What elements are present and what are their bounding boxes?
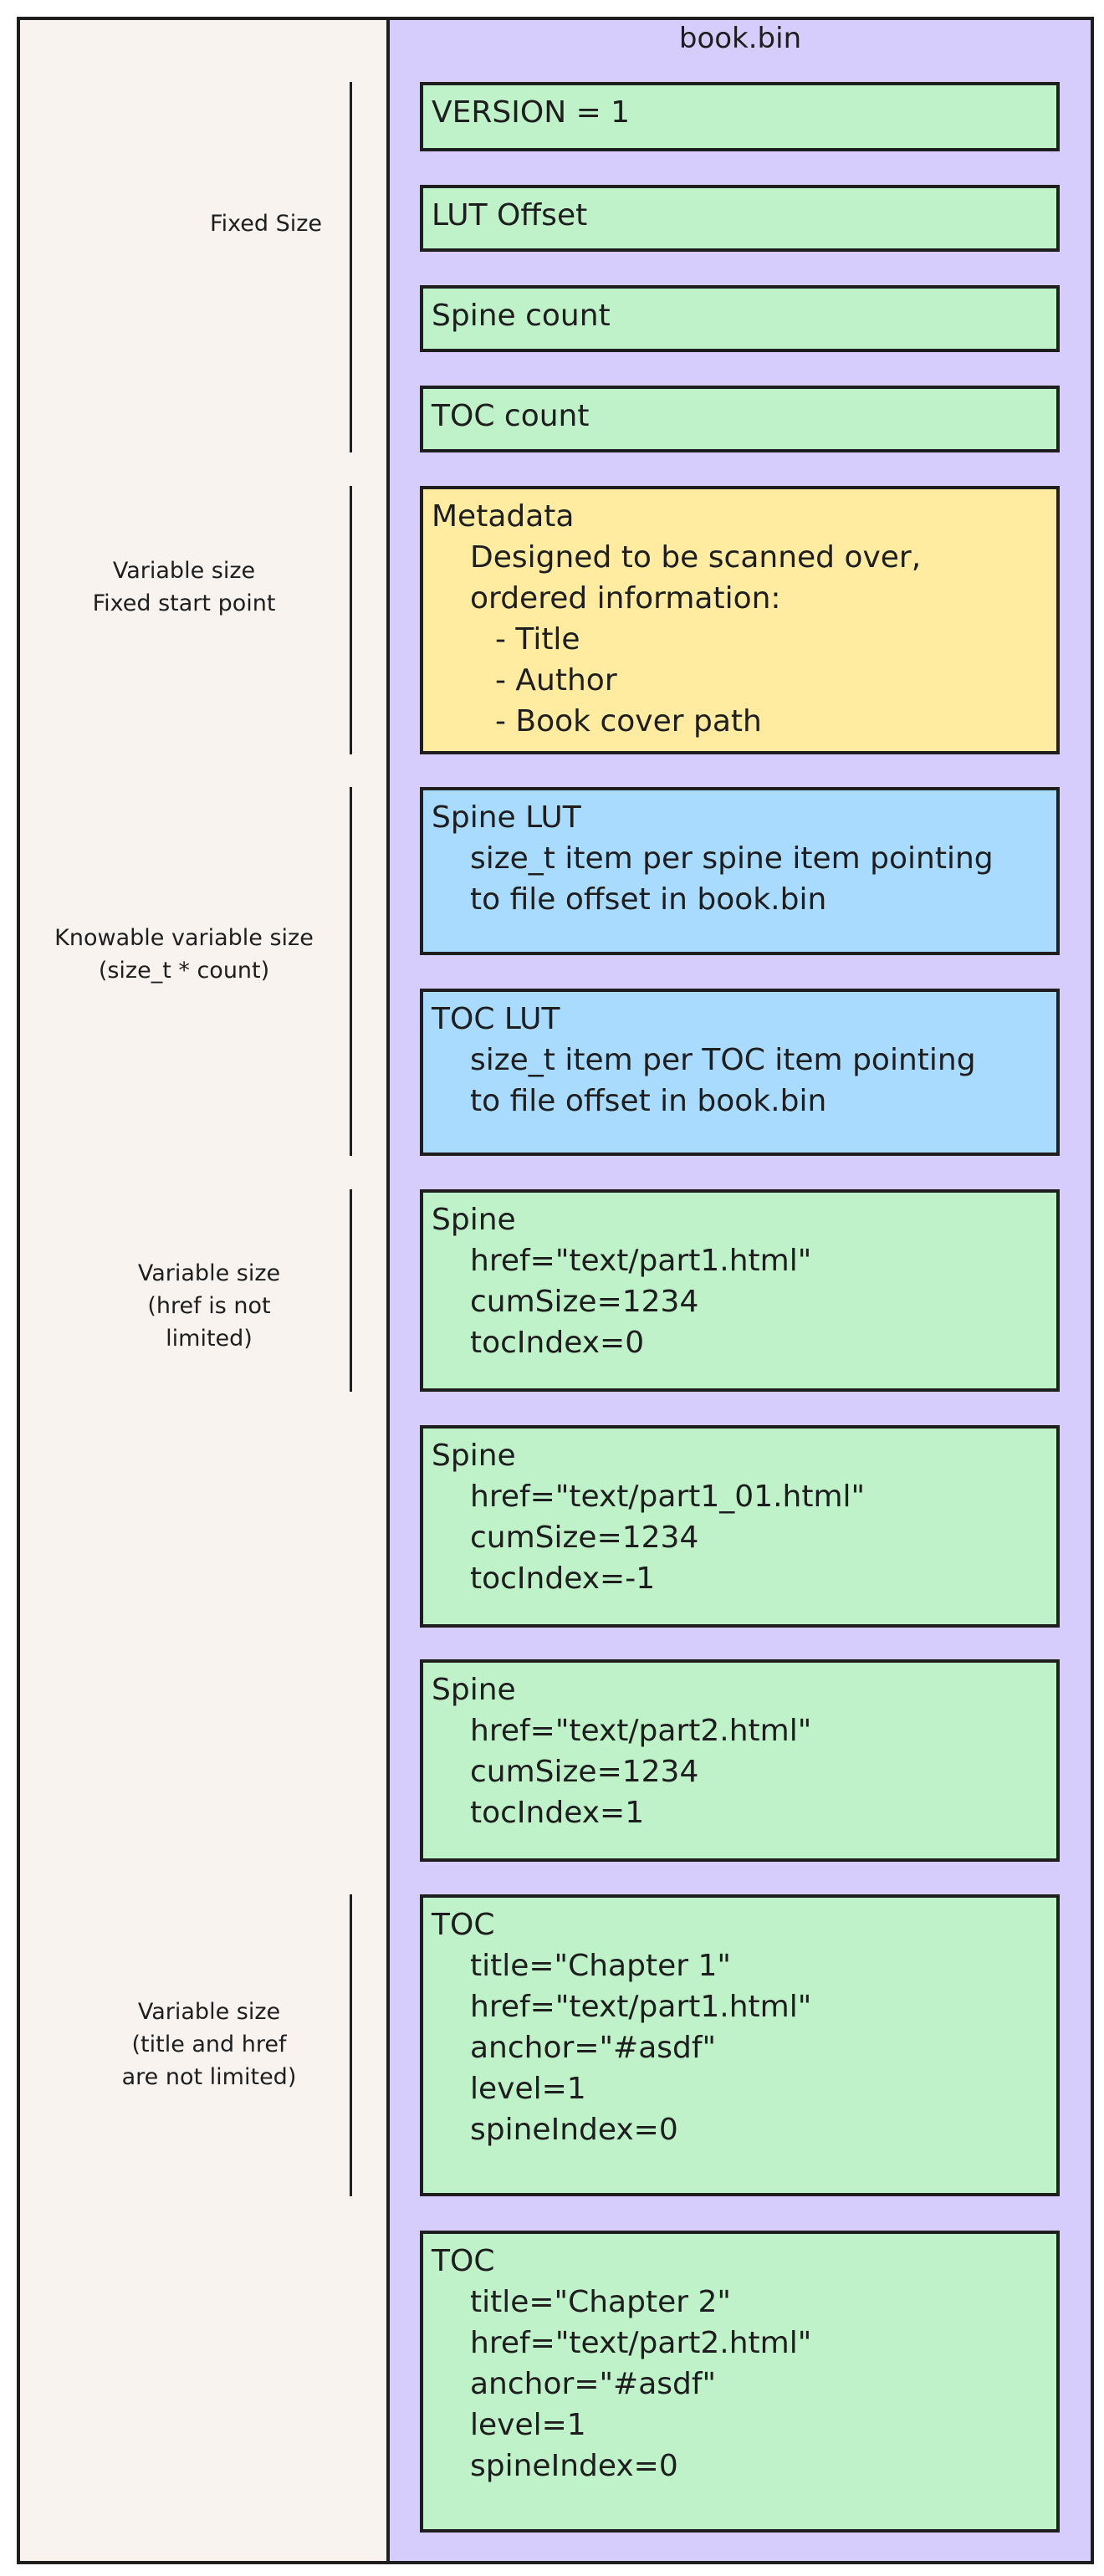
block-line: title="Chapter 1" (470, 1949, 731, 1983)
label-knowable-size: Knowable variable size (size_t * count) (33, 922, 335, 987)
block-line: spineIndex=0 (470, 2113, 678, 2147)
block-line: href="text/part1.html" (470, 1990, 812, 2024)
block-title: VERSION = 1 (432, 95, 631, 130)
block-line: anchor="#asdf" (470, 2031, 717, 2065)
block-version: VERSION = 1 (420, 82, 1060, 151)
block-toc-item: TOC title="Chapter 2" href="text/part2.h… (420, 2231, 1060, 2533)
block-spine-lut: Spine LUT size_t item per spine item poi… (420, 787, 1060, 955)
label-line: Variable size (137, 1260, 281, 1286)
block-line: spineIndex=0 (470, 2449, 678, 2483)
block-line: cumSize=1234 (470, 1521, 699, 1555)
block-line: - Author (495, 663, 617, 698)
block-line: size_t item per TOC item pointing (470, 1043, 976, 1077)
block-title: Metadata (432, 499, 575, 534)
label-line: Fixed start point (92, 590, 276, 616)
label-line: (href is not (147, 1293, 271, 1319)
block-line: href="text/part2.html" (470, 1714, 812, 1748)
block-title: TOC LUT (432, 1002, 560, 1036)
block-title: Spine count (432, 299, 611, 333)
block-spine-item: Spine href="text/part2.html" cumSize=123… (420, 1659, 1060, 1862)
bracket-spine (350, 1189, 352, 1392)
block-spine-item: Spine href="text/part1.html" cumSize=123… (420, 1189, 1060, 1392)
block-title: LUT Offset (432, 198, 588, 233)
label-line: Variable size (137, 1999, 281, 2025)
block-title: TOC count (432, 399, 590, 433)
block-line: tocIndex=0 (470, 1326, 645, 1360)
label-line: (size_t * count) (98, 958, 270, 984)
block-line: to file offset in book.bin (470, 1084, 827, 1118)
block-spine-item: Spine href="text/part1_01.html" cumSize=… (420, 1425, 1060, 1628)
label-variable-fixed-start: Variable size Fixed start point (33, 555, 335, 620)
block-title: Spine (432, 1673, 516, 1707)
block-line: Designed to be scanned over, (470, 540, 922, 575)
block-line: cumSize=1234 (470, 1285, 699, 1319)
label-fixed-size: Fixed Size (33, 207, 322, 240)
block-metadata: Metadata Designed to be scanned over, or… (420, 486, 1060, 754)
block-line: level=1 (470, 2408, 586, 2442)
block-toc-item: TOC title="Chapter 1" href="text/part1.h… (420, 1894, 1060, 2196)
label-line: are not limited) (121, 2064, 297, 2090)
label-spine-variable: Variable size (href is not limited) (67, 1257, 351, 1355)
label-line: Knowable variable size (54, 925, 314, 951)
block-toc-lut: TOC LUT size_t item per TOC item pointin… (420, 989, 1060, 1156)
label-toc-variable: Variable size (title and href are not li… (67, 1996, 351, 2093)
block-title: TOC (432, 2244, 495, 2278)
block-line: tocIndex=-1 (470, 1561, 656, 1596)
bracket-toc (350, 1894, 352, 2196)
label-line: limited) (166, 1326, 253, 1352)
bracket-metadata (350, 486, 352, 754)
block-line: - Book cover path (495, 704, 762, 739)
block-lut-offset: LUT Offset (420, 185, 1060, 252)
label-line: Fixed Size (210, 211, 322, 237)
block-toc-count: TOC count (420, 386, 1060, 452)
block-line: href="text/part1_01.html" (470, 1480, 866, 1514)
block-line: level=1 (470, 2072, 586, 2106)
block-line: ordered information: (470, 581, 781, 616)
block-title: Spine LUT (432, 800, 581, 835)
block-line: href="text/part1.html" (470, 1244, 812, 1278)
file-title: book.bin (678, 22, 802, 55)
block-title: Spine (432, 1203, 516, 1237)
block-line: - Title (495, 622, 580, 657)
block-line: to file offset in book.bin (470, 882, 827, 917)
block-line: size_t item per spine item pointing (470, 841, 994, 876)
block-spine-count: Spine count (420, 285, 1060, 352)
label-line: (title and href (131, 2032, 287, 2057)
block-title: Spine (432, 1439, 516, 1473)
block-line: tocIndex=1 (470, 1796, 645, 1830)
block-line: cumSize=1234 (470, 1755, 699, 1789)
label-line: Variable size (112, 558, 256, 584)
block-line: anchor="#asdf" (470, 2367, 717, 2401)
block-line: title="Chapter 2" (470, 2285, 731, 2319)
block-line: href="text/part2.html" (470, 2326, 812, 2360)
block-title: TOC (432, 1908, 495, 1942)
bracket-lut (350, 787, 352, 1156)
bracket-fixed (350, 82, 352, 452)
